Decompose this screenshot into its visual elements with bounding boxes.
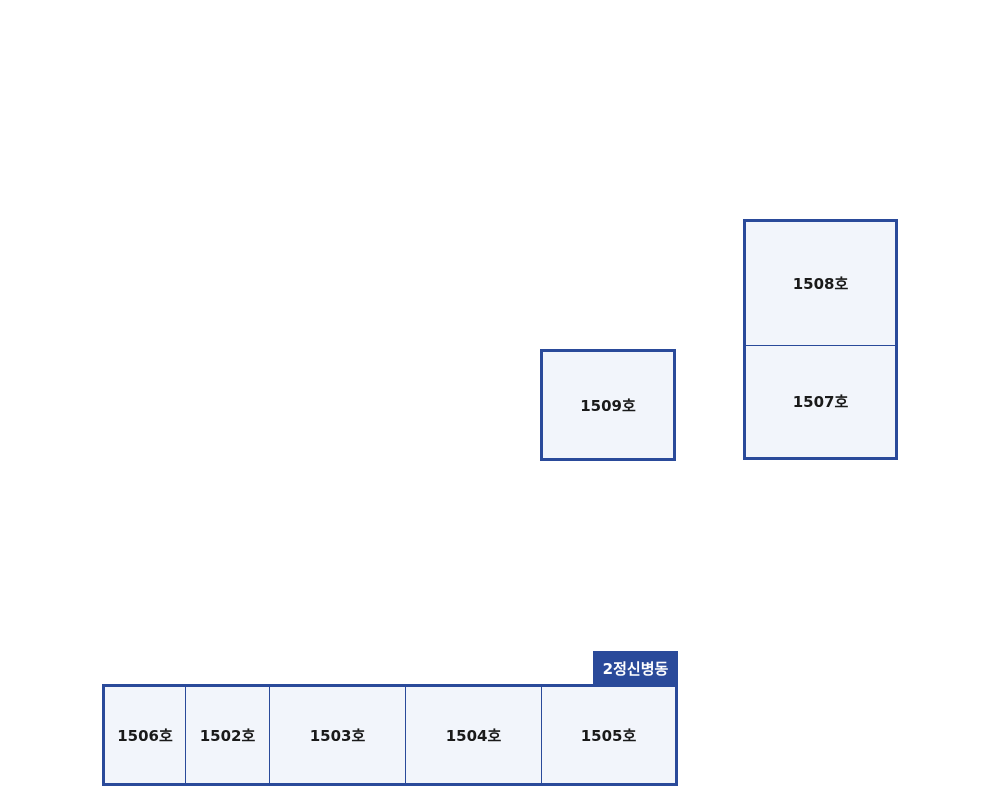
room-1509[interactable]: 1509호 — [543, 352, 673, 458]
room-1502[interactable]: 1502호 — [186, 687, 270, 783]
room-block-1508-1507: 1508호 1507호 — [743, 219, 898, 460]
room-1506[interactable]: 1506호 — [105, 687, 186, 783]
room-1507[interactable]: 1507호 — [746, 346, 895, 457]
room-block-1509: 1509호 — [540, 349, 676, 461]
room-1503[interactable]: 1503호 — [270, 687, 406, 783]
ward-room-row: 1506호 1502호 1503호 1504호 1505호 — [102, 684, 678, 786]
room-1504[interactable]: 1504호 — [406, 687, 542, 783]
room-1508[interactable]: 1508호 — [746, 222, 895, 346]
room-1505[interactable]: 1505호 — [542, 687, 675, 783]
ward-label: 2정신병동 — [593, 651, 678, 685]
